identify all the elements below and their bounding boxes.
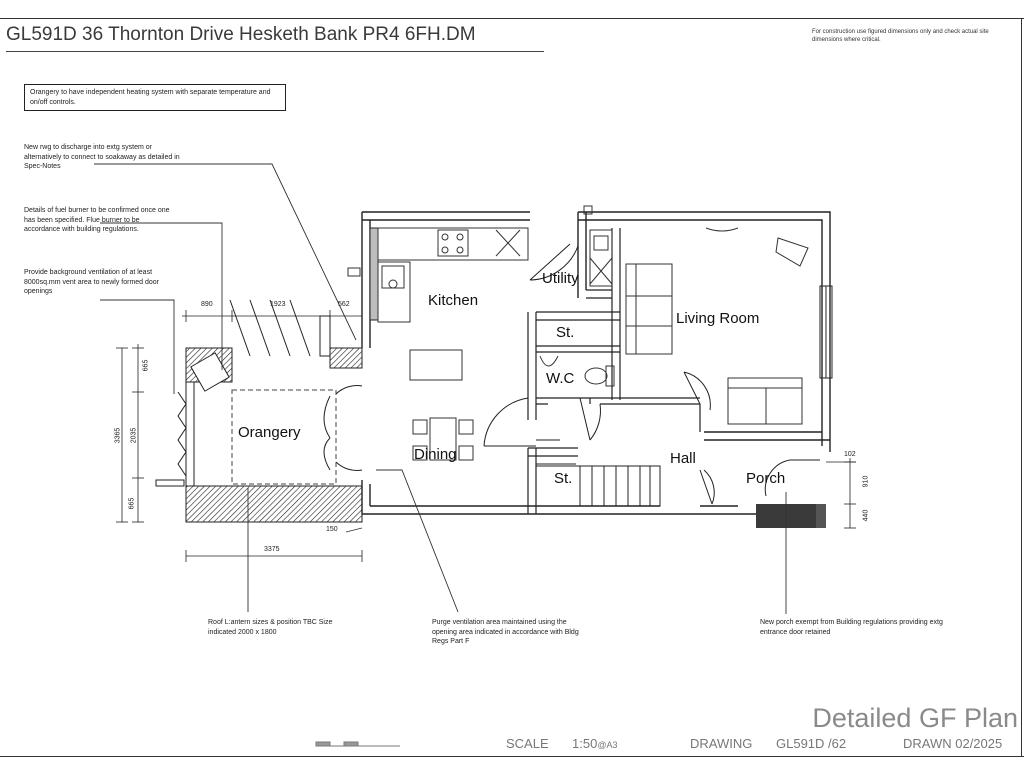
wc-fittings [539, 355, 615, 387]
bifold-doors [155, 391, 187, 487]
dim-910: 910 [862, 475, 870, 488]
scale-label: SCALE [506, 736, 549, 751]
porch-base-wall [756, 504, 826, 528]
dim-3375: 3375 [264, 546, 280, 553]
windows [819, 285, 833, 379]
staircase [535, 439, 661, 507]
roof-lantern-outline [231, 389, 337, 485]
dining-table [412, 417, 474, 461]
dim-102: 102 [844, 451, 856, 458]
dim-562: 562 [338, 301, 350, 308]
room-understairs-store: St. [554, 470, 573, 487]
frame-top-border [0, 18, 1024, 19]
drawing-title: GL591D 36 Thornton Drive Hesketh Bank PR… [6, 24, 476, 45]
dim-2035: 2035 [130, 427, 138, 444]
scale-ratio: 1:50 [572, 736, 598, 751]
room-wc: W.C [546, 370, 575, 387]
porch-note: New porch exempt from Building regulatio… [760, 619, 943, 636]
drawing-number: GL591D /62 [776, 736, 847, 751]
dim-150: 150 [326, 526, 338, 533]
frame-bottom-border [0, 756, 1024, 757]
room-hall: Hall [670, 450, 696, 467]
ventilation-note: Provide background ventilation of at lea… [24, 269, 160, 295]
dim-665-bottom: 665 [128, 497, 136, 510]
room-porch: Porch [746, 470, 786, 487]
orangery-walls [185, 315, 363, 523]
leader-lines [94, 163, 787, 614]
kitchen-fittings [347, 227, 529, 381]
dim-665-top: 665 [142, 359, 150, 372]
living-furniture [625, 227, 809, 425]
construction-note: For construction use figured dimensions … [812, 29, 989, 43]
existing-walls [361, 211, 831, 515]
fuel-burner-note: Details of fuel burner to be confirmed o… [24, 207, 170, 233]
rwg-note: New rwg to discharge into extg system or… [24, 144, 180, 170]
room-store: St. [556, 324, 575, 341]
drawn-date: DRAWN 02/2025 [903, 736, 1003, 751]
roof-lantern-note: Roof L:antern sizes & position TBC Size … [208, 619, 333, 636]
dim-3365: 3365 [114, 427, 122, 444]
purge-ventilation-note: Purge ventilation area maintained using … [432, 619, 579, 645]
room-dining: Dining [414, 446, 457, 463]
dimension-lines [116, 310, 856, 562]
drawing-label: DRAWING [690, 736, 753, 751]
scale-sheet: @A3 [597, 740, 618, 750]
room-orangery: Orangery [238, 424, 301, 441]
title-underline [6, 51, 544, 52]
interior-walls [527, 228, 701, 514]
utility-fittings [583, 205, 613, 287]
scale-value: 1:50@A3 [572, 736, 617, 751]
frame-right-border [1021, 18, 1022, 756]
dim-440: 440 [862, 509, 870, 522]
kitchen-wall-fill [369, 227, 379, 321]
room-utility: Utility [542, 270, 579, 287]
door-swings [229, 243, 820, 505]
room-living: Living Room [676, 310, 760, 327]
dim-1923: 1923 [270, 301, 286, 308]
scale-bar [315, 741, 400, 747]
heating-note: Orangery to have independent heating sys… [24, 84, 286, 111]
dim-890: 890 [201, 301, 213, 308]
room-kitchen: Kitchen [428, 292, 479, 309]
sheet-title: Detailed GF Plan [812, 703, 1018, 733]
